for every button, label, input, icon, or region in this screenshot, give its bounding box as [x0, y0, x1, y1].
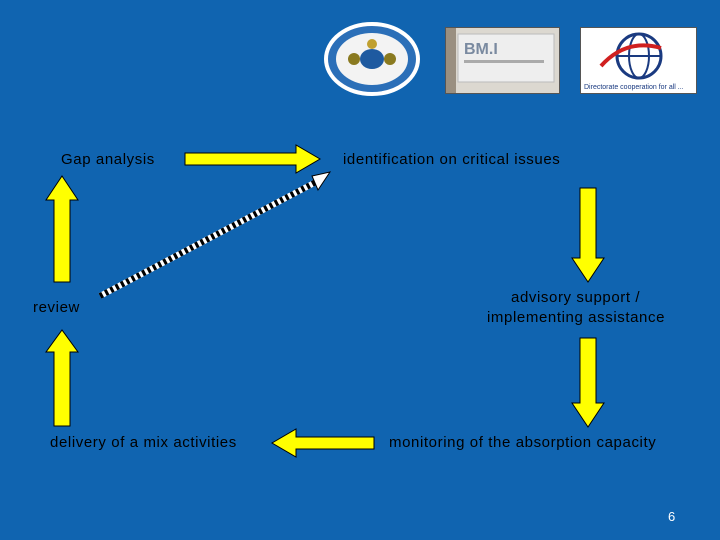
node-monitoring: monitoring of the absorption capacity — [389, 434, 657, 451]
node-advisory-line1: advisory support / — [511, 289, 641, 306]
directorate-logo: Directorate cooperation for all ... — [580, 27, 697, 94]
arrow-right-top — [184, 144, 321, 174]
arrow-up-upper — [45, 175, 79, 283]
bmi-text: BM.I — [464, 41, 498, 58]
node-identification: identification on critical issues — [343, 151, 561, 168]
slide-number: 6 — [668, 509, 676, 524]
arrow-diagonal-dashed — [98, 171, 332, 299]
bmi-logo: BM.I — [445, 27, 560, 94]
node-review: review — [33, 299, 80, 316]
seal-logo — [324, 22, 420, 96]
arrow-up-lower — [45, 329, 79, 427]
node-gap-analysis: Gap analysis — [61, 151, 155, 168]
node-delivery: delivery of a mix activities — [50, 434, 237, 451]
arrow-down-upper — [571, 187, 605, 283]
node-advisory-line2: implementing assistance — [487, 309, 666, 326]
directorate-text: Directorate cooperation for all ... — [584, 84, 684, 91]
arrow-down-lower — [571, 337, 605, 428]
arrow-left-bottom — [271, 428, 375, 458]
